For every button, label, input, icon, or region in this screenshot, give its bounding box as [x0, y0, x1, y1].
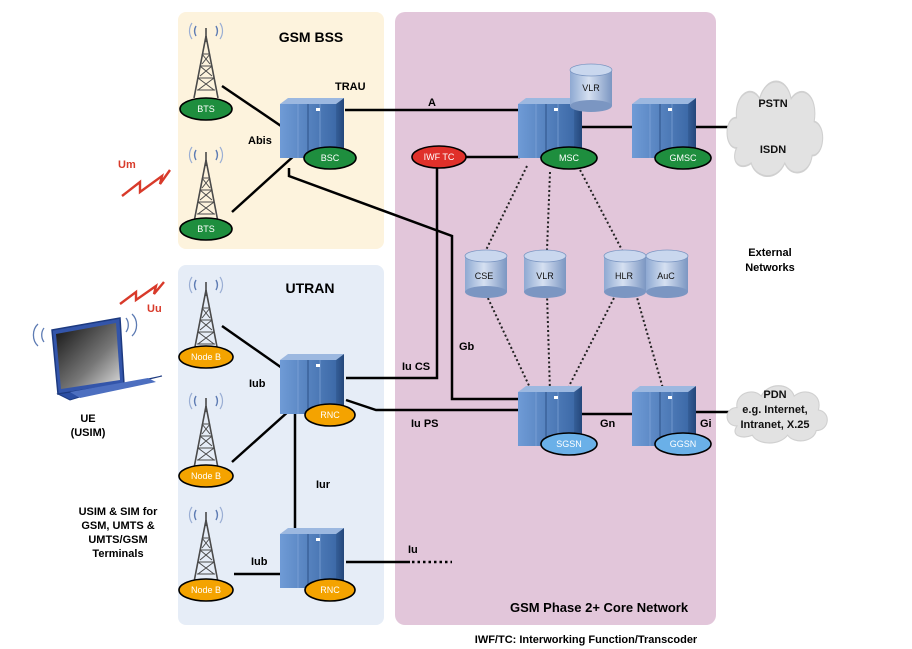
svg-text:IWF TC: IWF TC	[424, 152, 455, 162]
label-abis: Abis	[248, 135, 272, 147]
svg-text:Node B: Node B	[191, 471, 221, 481]
label-a: A	[428, 97, 436, 109]
core-network-title: GSM Phase 2+ Core Network	[510, 600, 689, 615]
svg-text:RNC: RNC	[320, 410, 340, 420]
pdn-example-line-2: Intranet, X.25	[740, 419, 809, 431]
label-gb: Gb	[459, 341, 475, 353]
link-rnc-sgsn-iups	[345, 398, 520, 412]
label-um: Um	[118, 159, 136, 171]
nodeb-badge-1: Node B	[178, 345, 234, 369]
bts-badge-1: BTS	[179, 97, 233, 121]
svg-text:GGSN: GGSN	[670, 439, 697, 449]
label-iu: Iu	[408, 544, 418, 556]
hlr-label: HLR	[615, 271, 634, 281]
label-iu-cs: Iu CS	[402, 361, 430, 373]
ue-usim-label: (USIM)	[71, 427, 106, 439]
bsc-badge: BSC	[303, 146, 357, 170]
gmsc-badge: GMSC	[654, 146, 712, 170]
link-nodeb1-rnc	[221, 324, 283, 370]
svg-text:BSC: BSC	[321, 153, 340, 163]
ggsn-badge: GGSN	[654, 432, 712, 456]
ue-label: UE	[80, 413, 95, 425]
iwf-tc-badge: IWF TC	[411, 145, 467, 169]
svg-text:Node B: Node B	[191, 352, 221, 362]
label-iu-ps: Iu PS	[411, 418, 439, 430]
msc-badge: MSC	[540, 146, 598, 170]
link-bts2-bsc	[231, 153, 297, 213]
core-network-region	[395, 12, 716, 625]
vlr-top-label: VLR	[582, 83, 600, 93]
usim-note-line-4: Terminals	[92, 548, 143, 560]
vlr-label: VLR	[536, 271, 554, 281]
link-bsc-sgsn-gb	[287, 168, 520, 401]
label-iur: Iur	[316, 479, 331, 491]
usim-note-line-3: UMTS/GSM	[88, 534, 147, 546]
label-trau: TRAU	[335, 81, 366, 93]
svg-text:BTS: BTS	[197, 104, 215, 114]
link-rnc-iwf-iucs	[346, 168, 439, 380]
isdn-label: ISDN	[760, 144, 786, 156]
label-uu: Uu	[147, 303, 162, 315]
link-bts1-bsc	[221, 84, 285, 130]
svg-text:BTS: BTS	[197, 224, 215, 234]
dot-cse-sgsn	[485, 293, 533, 393]
pstn-label: PSTN	[758, 98, 787, 110]
label-iub-2: Iub	[251, 556, 268, 568]
usim-note-line-2: GSM, UMTS &	[81, 520, 154, 532]
svg-text:Node B: Node B	[191, 585, 221, 595]
nodeb-badge-3: Node B	[178, 578, 234, 602]
label-gn: Gn	[600, 418, 616, 430]
link-nodeb2-rnc	[231, 409, 291, 463]
um-signal-icon	[121, 169, 171, 197]
rnc-badge-2: RNC	[304, 578, 356, 602]
nodeb-badge-2: Node B	[178, 464, 234, 488]
usim-note-line-1: USIM & SIM for	[79, 506, 159, 518]
pdn-example-line-1: e.g. Internet,	[742, 404, 807, 416]
svg-text:MSC: MSC	[559, 153, 580, 163]
laptop-ue-icon	[32, 313, 163, 401]
bts-badge-2: BTS	[179, 217, 233, 241]
dot-vlr-sgsn	[546, 293, 551, 393]
svg-text:SGSN: SGSN	[556, 439, 582, 449]
external-networks-line-1: External	[748, 247, 791, 259]
external-networks-line-2: Networks	[745, 262, 795, 274]
utran-title: UTRAN	[286, 280, 335, 296]
svg-text:GMSC: GMSC	[670, 153, 698, 163]
dot-msc-cse	[485, 165, 528, 251]
sgsn-badge: SGSN	[540, 432, 598, 456]
pstn-isdn-cloud-icon	[726, 80, 824, 178]
label-gi: Gi	[700, 418, 712, 430]
svg-text:RNC: RNC	[320, 585, 340, 595]
dot-auc-ggsn	[635, 293, 665, 393]
footnote: IWF/TC: Interworking Function/Transcoder	[475, 634, 698, 646]
label-iub-1: Iub	[249, 378, 266, 390]
cse-label: CSE	[475, 271, 494, 281]
gsm-bss-title: GSM BSS	[279, 29, 344, 45]
rnc-badge-1: RNC	[304, 403, 356, 427]
pdn-label: PDN	[763, 389, 786, 401]
uu-signal-icon	[119, 281, 165, 305]
auc-label: AuC	[657, 271, 675, 281]
dot-hlr-sgsn	[565, 293, 617, 393]
